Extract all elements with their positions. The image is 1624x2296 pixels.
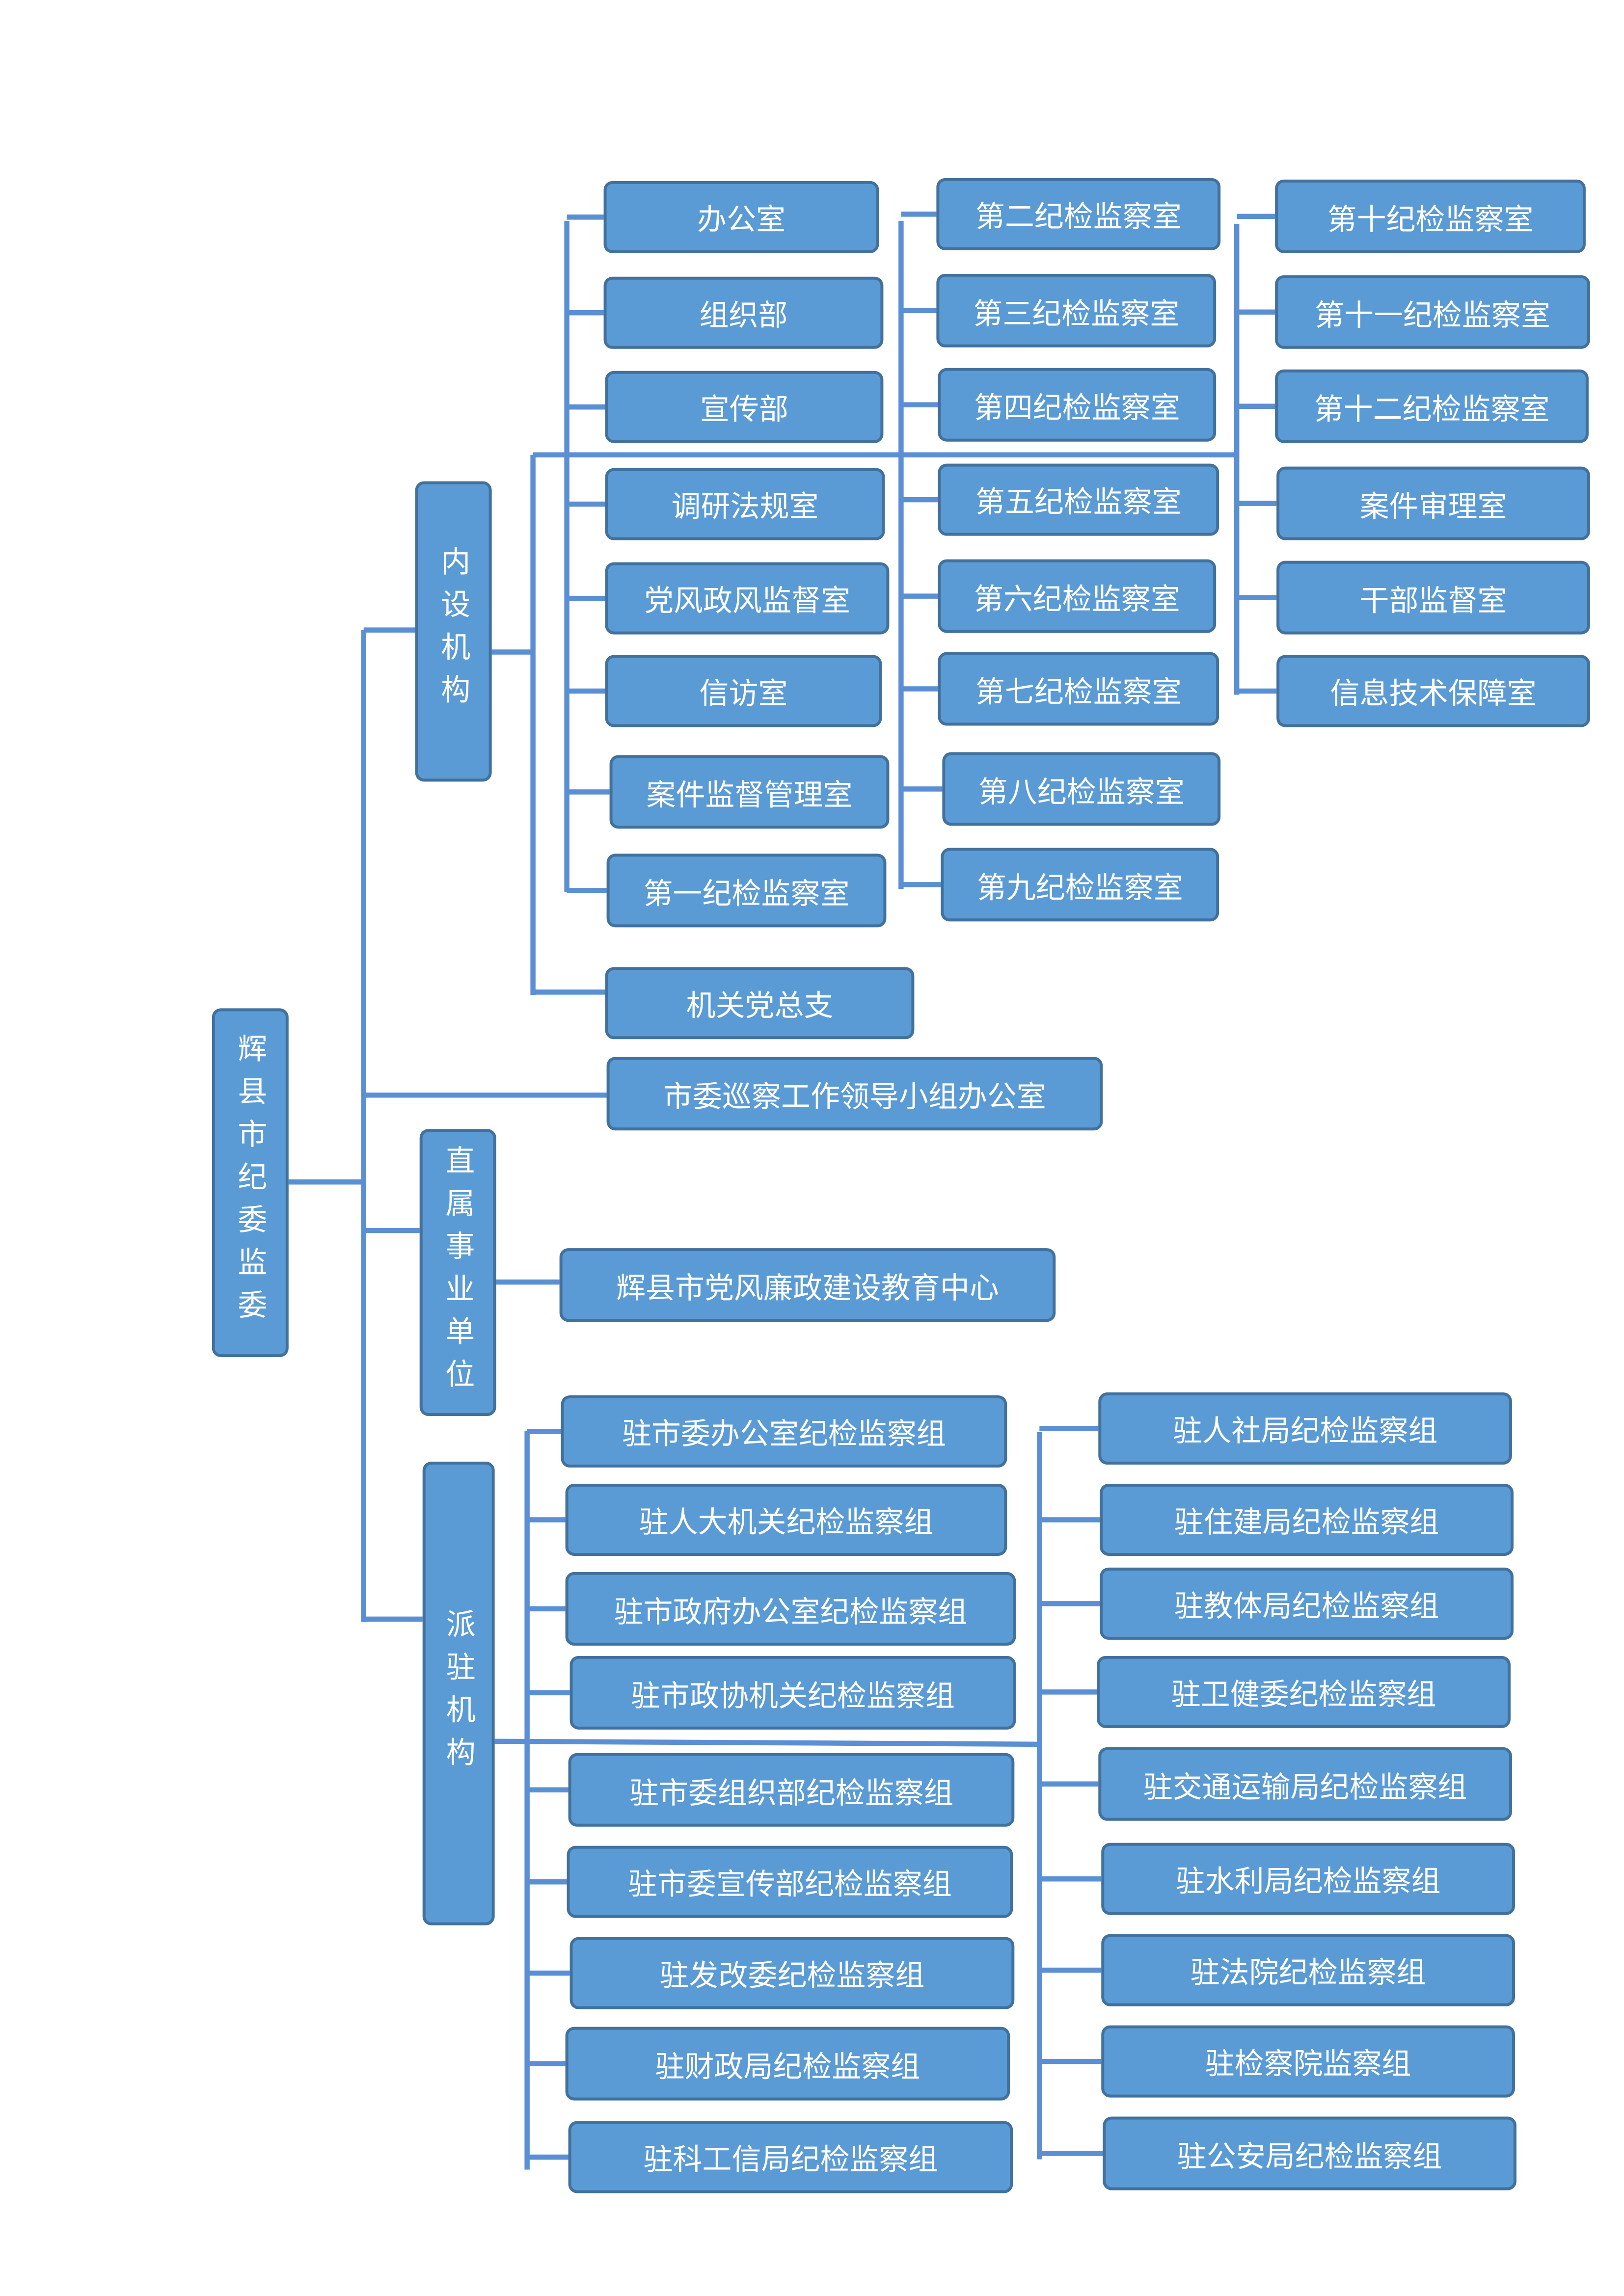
dispatched-group-node: 驻人大机关纪检监察组	[565, 1483, 1007, 1556]
internal-dept-node: 第二纪检监察室	[936, 178, 1221, 250]
internal-dept-node: 党风政风监督室	[605, 562, 890, 635]
party-branch-node: 机关党总支	[605, 967, 915, 1040]
internal-dept-node: 第三纪检监察室	[936, 273, 1217, 347]
internal-dept-node: 第九纪检监察室	[941, 848, 1219, 922]
internal-dept-node: 第十纪检监察室	[1275, 179, 1586, 253]
dispatched-group-node: 驻财政局纪检监察组	[565, 2027, 1010, 2101]
inspection-office-node: 市委巡察工作领导小组办公室	[606, 1057, 1103, 1131]
branch-dispatched: 派驻机构	[422, 1462, 495, 1925]
dispatched-group-node: 驻住建局纪检监察组	[1100, 1483, 1514, 1556]
root-node-label: 辉县市纪委监委	[232, 1033, 268, 1333]
branch-internal: 内设机构	[415, 481, 492, 782]
dispatched-group-node: 驻教体局纪检监察组	[1100, 1567, 1514, 1640]
dispatched-group-node: 驻法院纪检监察组	[1101, 1934, 1515, 2006]
internal-dept-node: 组织部	[603, 276, 884, 349]
dispatched-group-node: 驻市政协机关纪检监察组	[569, 1655, 1016, 1730]
branch-affiliated: 直属事业单位	[419, 1129, 496, 1416]
dispatched-group-node: 驻人社局纪检监察组	[1098, 1392, 1512, 1465]
internal-dept-node: 第六纪检监察室	[938, 559, 1217, 633]
internal-dept-node: 调研法规室	[605, 468, 885, 540]
internal-dept-node: 案件监督管理室	[609, 755, 890, 829]
dispatched-group-node: 驻市委办公室纪检监察组	[561, 1395, 1007, 1468]
internal-dept-node: 第四纪检监察室	[938, 368, 1217, 442]
branch-dispatched-label: 派驻机构	[441, 1608, 477, 1779]
dispatched-group-node: 驻交通运输局纪检监察组	[1098, 1747, 1512, 1821]
internal-dept-node: 第一纪检监察室	[606, 854, 887, 928]
internal-dept-node: 案件审理室	[1276, 466, 1590, 540]
internal-dept-node: 第八纪检监察室	[942, 752, 1221, 826]
internal-dept-node: 第七纪检监察室	[938, 652, 1219, 726]
dispatched-group-node: 驻市委组织部纪检监察组	[568, 1753, 1015, 1827]
branch-affiliated-label: 直属事业单位	[440, 1144, 476, 1401]
dispatched-group-node: 驻公安局纪检监察组	[1103, 2116, 1516, 2190]
dispatched-group-node: 驻市委宣传部纪检监察组	[567, 1845, 1013, 1918]
dispatched-group-node: 驻检察院监察组	[1101, 2025, 1515, 2098]
internal-dept-node: 信息技术保障室	[1276, 655, 1590, 727]
root-node: 辉县市纪委监委	[212, 1008, 289, 1358]
internal-dept-node: 第十二纪检监察室	[1275, 369, 1589, 443]
internal-dept-node: 第十一纪检监察室	[1275, 275, 1590, 349]
branch-internal-label: 内设机构	[435, 546, 471, 717]
internal-dept-node: 干部监督室	[1276, 561, 1590, 635]
connector-line	[494, 1738, 1040, 1747]
dispatched-group-node: 驻水利局纪检监察组	[1101, 1842, 1515, 1915]
dispatched-group-node: 驻市政府办公室纪检监察组	[565, 1572, 1016, 1646]
affiliated-unit-node: 辉县市党风廉政建设教育中心	[559, 1248, 1056, 1322]
internal-dept-node: 第五纪检监察室	[938, 463, 1219, 536]
internal-dept-node: 信访室	[605, 655, 882, 727]
dispatched-group-node: 驻科工信局纪检监察组	[568, 2121, 1013, 2193]
internal-dept-node: 办公室	[603, 181, 879, 253]
internal-dept-node: 宣传部	[605, 371, 884, 443]
dispatched-group-node: 驻发改委纪检监察组	[569, 1937, 1015, 2009]
dispatched-group-node: 驻卫健委纪检监察组	[1097, 1655, 1511, 1728]
